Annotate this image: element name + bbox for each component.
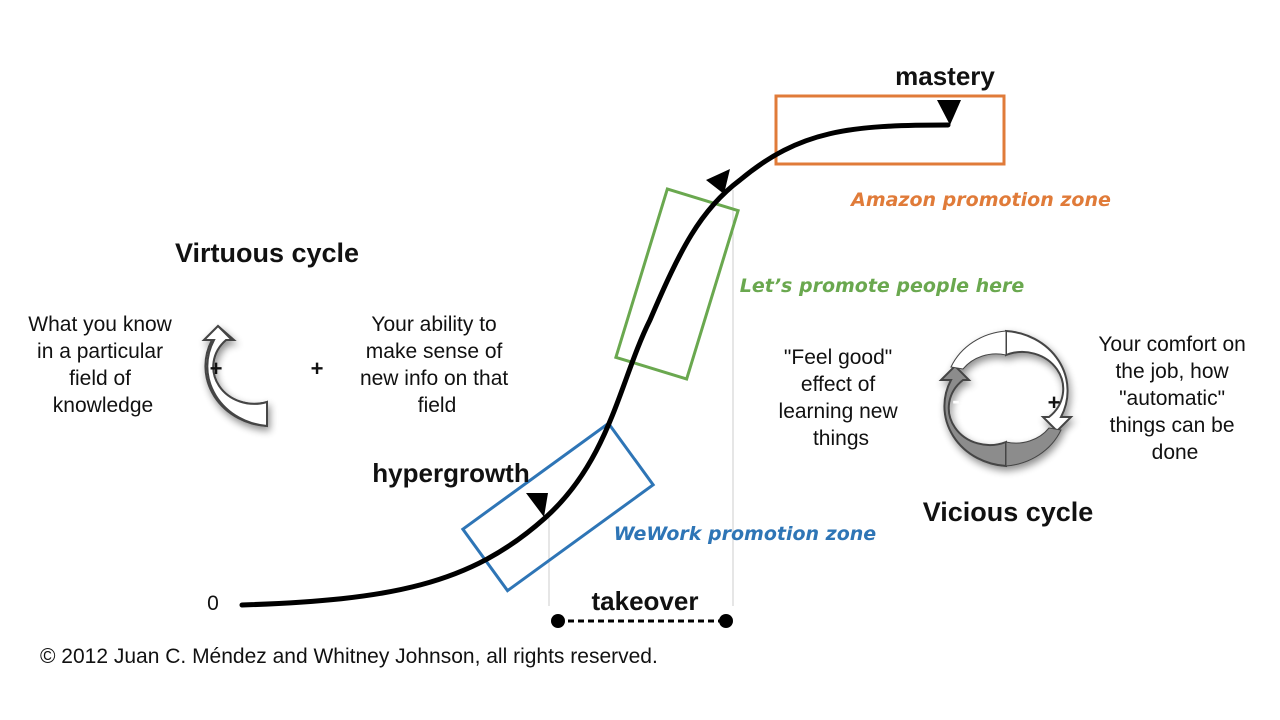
mastery-marker bbox=[937, 100, 961, 125]
s-curve bbox=[239, 122, 951, 608]
takeover-label: takeover bbox=[592, 586, 699, 616]
amazon-zone-box bbox=[774, 94, 1006, 166]
vicious-right-line: things can be bbox=[1110, 414, 1235, 437]
virtuous-right-line: make sense of bbox=[366, 340, 503, 363]
vicious-left-line: "Feel good" bbox=[784, 346, 892, 369]
vicious-cycle-icon bbox=[938, 329, 1074, 468]
vicious-left-text: "Feel good" effect of learning new thing… bbox=[779, 346, 904, 450]
vicious-left-arrow-icon bbox=[938, 364, 1007, 468]
virtuous-left-sign: + bbox=[210, 356, 223, 381]
vicious-right-line: "automatic" bbox=[1119, 387, 1225, 410]
vicious-top-band bbox=[950, 330, 1007, 370]
virtuous-left-text: What you know in a particular field of k… bbox=[28, 313, 177, 417]
virtuous-cycle-icon bbox=[201, 324, 268, 428]
mastery-label: mastery bbox=[895, 61, 995, 91]
vicious-right-line: done bbox=[1152, 441, 1199, 464]
vicious-left-sign: - bbox=[952, 388, 959, 413]
vicious-right-arrow-icon bbox=[1005, 329, 1074, 433]
amazon-zone-label: Amazon promotion zone bbox=[849, 189, 1111, 211]
takeover-end-dot bbox=[719, 614, 733, 628]
virtuous-left-line: in a particular bbox=[37, 340, 163, 363]
origin-label: 0 bbox=[207, 592, 219, 615]
vicious-right-sign: + bbox=[1048, 390, 1061, 415]
promote-zone-label: Let’s promote people here bbox=[740, 275, 1025, 297]
vicious-right-text: Your comfort on the job, how "automatic"… bbox=[1098, 333, 1251, 464]
virtuous-cycle-title: Virtuous cycle bbox=[175, 238, 359, 268]
promote-zone-box bbox=[614, 187, 740, 381]
virtuous-right-sign: + bbox=[311, 356, 324, 381]
inflection-marker bbox=[706, 169, 730, 194]
vicious-bottom-band bbox=[1005, 427, 1062, 467]
hypergrowth-label: hypergrowth bbox=[372, 458, 529, 488]
virtuous-right-line: new info on that bbox=[360, 367, 508, 390]
vicious-left-line: effect of bbox=[801, 373, 875, 396]
virtuous-left-line: What you know bbox=[28, 313, 172, 336]
copyright-notice: © 2012 Juan C. Méndez and Whitney Johnso… bbox=[40, 645, 658, 668]
virtuous-left-line: knowledge bbox=[53, 394, 153, 417]
virtuous-right-arrow-icon bbox=[201, 324, 268, 428]
virtuous-right-line: Your ability to bbox=[371, 313, 496, 336]
vicious-left-line: things bbox=[813, 427, 869, 450]
virtuous-left-line: field of bbox=[69, 367, 131, 390]
virtuous-right-text: Your ability to make sense of new info o… bbox=[360, 313, 514, 417]
takeover-start-dot bbox=[551, 614, 565, 628]
vicious-right-line: Your comfort on bbox=[1098, 333, 1245, 356]
hypergrowth-marker bbox=[526, 493, 548, 517]
wework-zone-label: WeWork promotion zone bbox=[614, 523, 877, 545]
vicious-cycle-title: Vicious cycle bbox=[923, 497, 1094, 527]
vicious-right-line: the job, how bbox=[1115, 360, 1229, 383]
vicious-left-line: learning new bbox=[779, 400, 899, 423]
virtuous-right-line: field bbox=[418, 394, 457, 417]
